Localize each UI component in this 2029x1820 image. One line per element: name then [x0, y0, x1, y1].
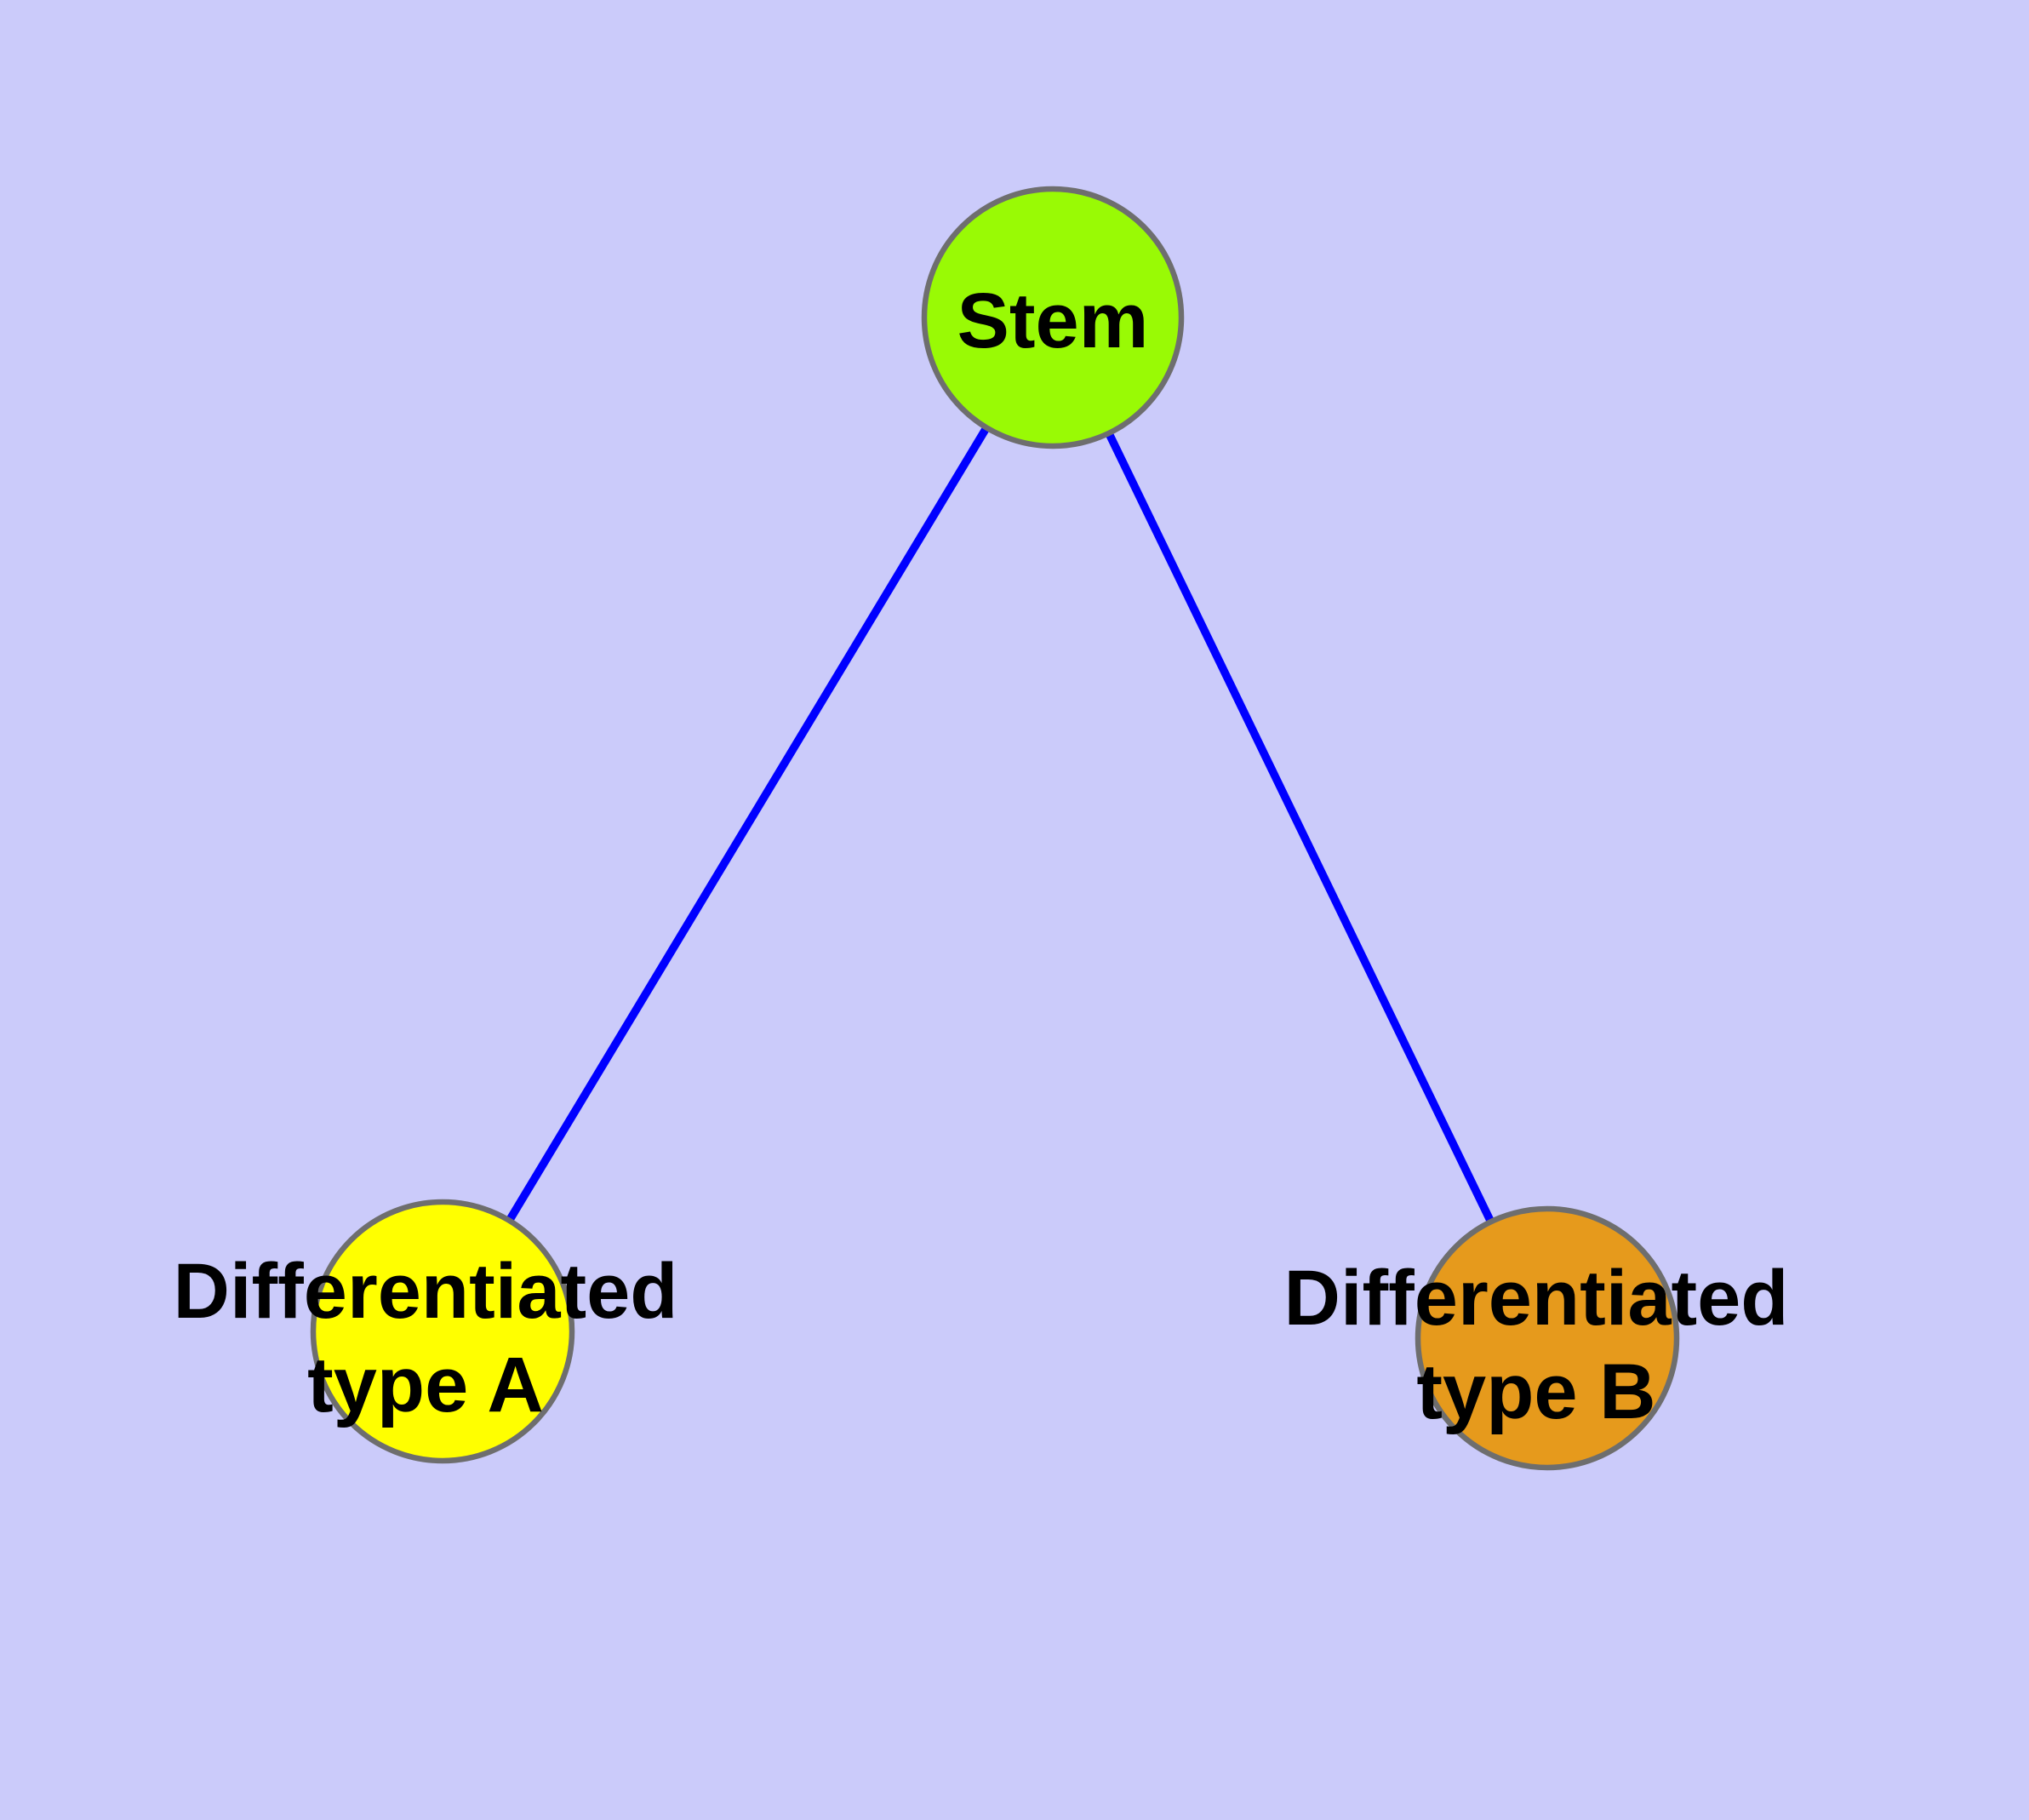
node-type-b-label-line2: type B	[1416, 1348, 1655, 1435]
node-type-b-label-line1: Differentiated	[1284, 1255, 1789, 1342]
node-stem	[921, 186, 1185, 449]
edge-stem-to-typeB	[1049, 315, 1552, 1341]
node-type-a-label-line2: type A	[307, 1342, 544, 1428]
node-differentiated-type-b	[1415, 1205, 1680, 1471]
node-stem-label: Stem	[957, 278, 1149, 364]
edge-stem-to-typeA	[438, 315, 1057, 1334]
node-differentiated-type-a	[310, 1199, 575, 1464]
node-type-a-label-line1: Differentiated	[174, 1248, 678, 1335]
